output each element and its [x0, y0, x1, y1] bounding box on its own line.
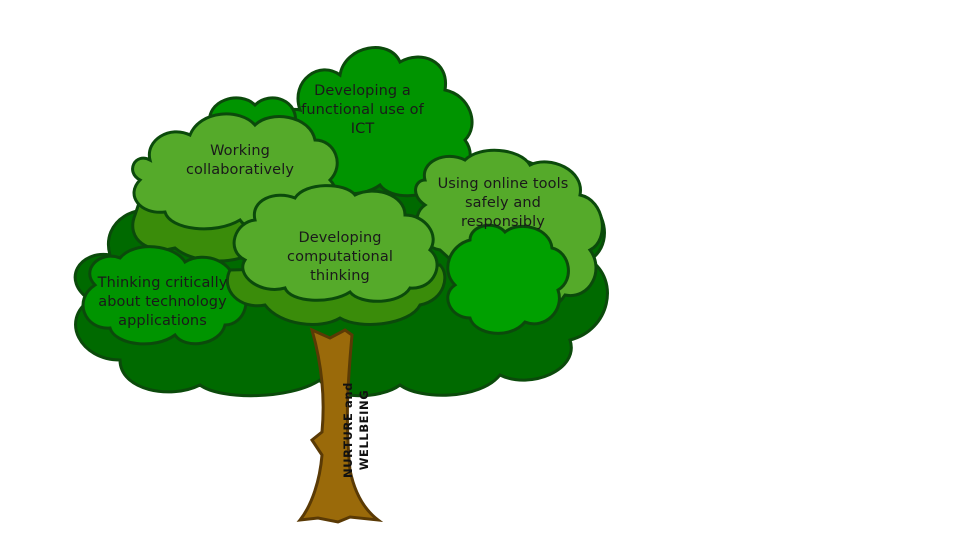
label-line: responsibly — [461, 214, 545, 230]
canopy-critical — [81, 245, 248, 346]
label-line: Developing — [298, 230, 382, 246]
label-line: Thinking critically — [97, 275, 228, 291]
branch-computational-thinking: Developing computational thinking — [270, 229, 410, 286]
label-line: Developing a — [314, 83, 411, 99]
branch-collaboration: Working collaboratively — [170, 142, 310, 180]
label-line: about technology — [98, 294, 227, 310]
branch-online-safety: Using online tools safely and responsibl… — [428, 175, 578, 232]
label-line: ICT — [350, 121, 375, 137]
label-line: thinking — [310, 268, 370, 284]
branch-critical-thinking: Thinking critically about technology app… — [85, 274, 240, 331]
label-line: collaboratively — [185, 162, 295, 178]
tree-trunk — [296, 327, 384, 524]
branch-functional-ict: Developing a functional use of ICT — [290, 82, 435, 139]
canopy-computational — [232, 184, 439, 303]
label-line: functional use of — [301, 102, 424, 118]
label-line: Working — [210, 143, 270, 159]
canopy-right-lower — [446, 223, 570, 335]
label-line: computational — [287, 249, 393, 265]
trunk-label: NURTURE and WELLBEING — [341, 382, 371, 478]
label-line: applications — [118, 313, 207, 329]
label-line: Using online tools — [437, 176, 569, 192]
label-line: safely and — [465, 195, 541, 211]
